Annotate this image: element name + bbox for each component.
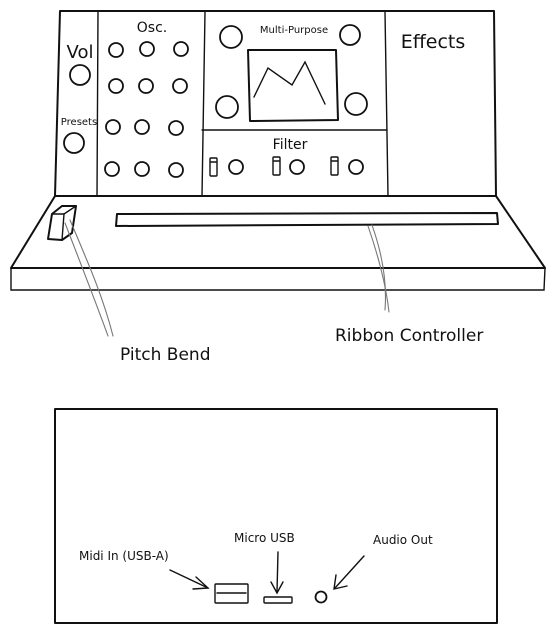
display-waveform bbox=[253, 60, 326, 105]
filter-controls bbox=[209, 156, 364, 177]
panel-divider-multi-effects bbox=[384, 11, 389, 197]
presets-knob[interactable] bbox=[63, 132, 85, 154]
multi-purpose-knob-top-left[interactable] bbox=[219, 25, 243, 49]
osc-knob[interactable] bbox=[134, 161, 150, 177]
filter-knob[interactable] bbox=[289, 159, 305, 175]
osc-knob[interactable] bbox=[134, 119, 150, 135]
ribbon-controller[interactable] bbox=[115, 212, 499, 227]
multi-purpose-knob-bottom-right[interactable] bbox=[344, 92, 368, 116]
ribbon-controller-leader bbox=[367, 225, 390, 313]
micro-usb-arrow bbox=[270, 551, 284, 595]
filter-knob[interactable] bbox=[348, 159, 364, 175]
osc-knob[interactable] bbox=[168, 162, 184, 178]
midi-in-usb-a-port[interactable] bbox=[214, 583, 249, 604]
audio-out-arrow bbox=[333, 555, 365, 590]
ribbon-controller-callout: Ribbon Controller bbox=[335, 326, 483, 346]
osc-knob[interactable] bbox=[104, 161, 120, 177]
synth-front-view: Vol Presets Osc. Multi-Purpose bbox=[10, 10, 546, 291]
filter-switch[interactable] bbox=[330, 156, 339, 176]
multi-purpose-label: Multi-Purpose bbox=[260, 25, 328, 36]
micro-usb-port[interactable] bbox=[263, 596, 293, 604]
osc-label: Osc. bbox=[137, 20, 167, 36]
midi-in-arrow bbox=[169, 569, 210, 590]
osc-knob[interactable] bbox=[168, 120, 184, 136]
micro-usb-label: Micro USB bbox=[234, 531, 295, 545]
osc-knob[interactable] bbox=[105, 119, 121, 135]
pitch-bend-wheel[interactable] bbox=[47, 205, 77, 241]
osc-knob[interactable] bbox=[108, 42, 124, 58]
panel-divider-vol-osc bbox=[96, 11, 99, 197]
vol-label: Vol bbox=[67, 42, 94, 63]
osc-knob-grid bbox=[104, 41, 189, 178]
synth-rear-view: Midi In (USB-A) Micro USB Audio Out bbox=[54, 408, 498, 624]
audio-out-jack[interactable] bbox=[314, 590, 328, 604]
keyboard-deck bbox=[10, 195, 546, 269]
osc-knob[interactable] bbox=[173, 41, 189, 57]
effects-label: Effects bbox=[401, 31, 466, 53]
filter-knob[interactable] bbox=[228, 159, 244, 175]
osc-knob[interactable] bbox=[172, 78, 188, 94]
midi-in-label: Midi In (USB-A) bbox=[79, 549, 169, 563]
panel-divider-osc-multi bbox=[201, 11, 206, 197]
multi-purpose-knob-bottom-left[interactable] bbox=[215, 95, 239, 119]
pitch-bend-leader bbox=[64, 222, 109, 337]
filter-switch[interactable] bbox=[209, 157, 218, 177]
presets-label: Presets bbox=[61, 117, 97, 128]
filter-label: Filter bbox=[273, 137, 308, 153]
vol-knob[interactable] bbox=[69, 64, 91, 86]
audio-out-label: Audio Out bbox=[373, 533, 433, 547]
osc-knob[interactable] bbox=[108, 78, 124, 94]
ribbon-controller-leader-2 bbox=[371, 224, 387, 311]
keyboard-deck-front-edge bbox=[10, 267, 546, 291]
osc-knob[interactable] bbox=[138, 78, 154, 94]
pitch-bend-leader-2 bbox=[69, 219, 114, 337]
multi-purpose-display bbox=[247, 49, 339, 122]
filter-switch[interactable] bbox=[272, 156, 281, 176]
rear-panel-outline bbox=[54, 408, 498, 624]
multi-purpose-knob-top-right[interactable] bbox=[339, 24, 361, 46]
pitch-bend-callout: Pitch Bend bbox=[120, 345, 210, 365]
osc-knob[interactable] bbox=[139, 41, 155, 57]
